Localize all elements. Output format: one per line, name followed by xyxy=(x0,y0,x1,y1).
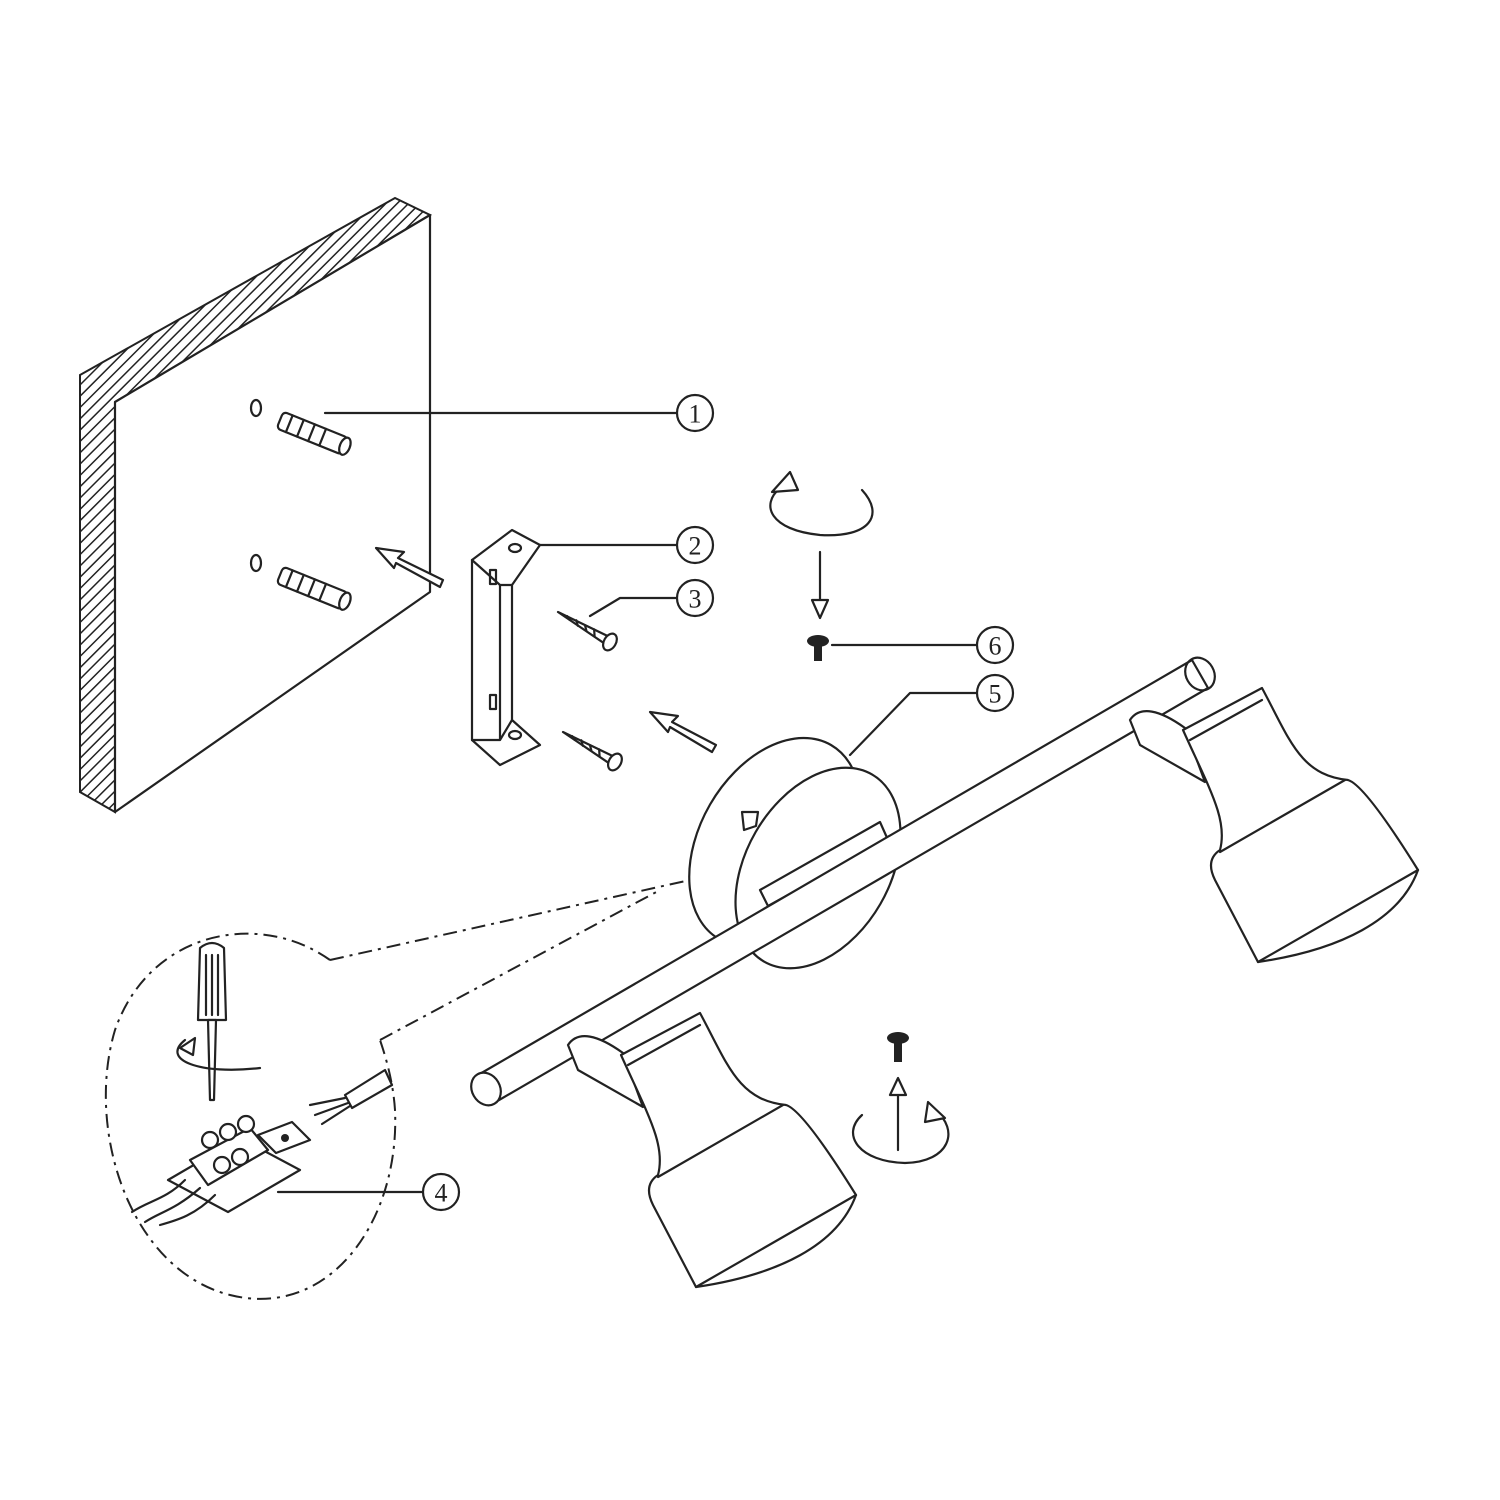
rotate-arrow-icon xyxy=(769,470,874,620)
callout-6: 6 xyxy=(975,625,1015,665)
mounting-bracket-icon xyxy=(470,528,542,767)
rotate-arrow-icon xyxy=(851,1032,950,1165)
callout-number: 4 xyxy=(435,1179,448,1208)
wires-icon xyxy=(308,1068,394,1126)
terminal-block-icon xyxy=(130,1114,312,1227)
callout-3: 3 xyxy=(675,578,715,618)
screwdriver-icon xyxy=(176,941,262,1102)
callout-5: 5 xyxy=(975,673,1015,713)
spotlight-left xyxy=(566,1011,858,1289)
callout-4: 4 xyxy=(421,1172,461,1212)
spotlight-right xyxy=(1128,686,1420,964)
wall-plug-icon xyxy=(249,398,352,611)
leader-line-5 xyxy=(848,691,978,757)
wall xyxy=(79,196,433,814)
fixing-screw-icon xyxy=(807,635,829,661)
callout-number: 3 xyxy=(689,585,702,614)
callout-number: 6 xyxy=(989,632,1002,661)
leader-line-3 xyxy=(588,596,678,618)
callout-number: 5 xyxy=(989,680,1002,709)
arrow-icon xyxy=(374,546,718,754)
callout-1: 1 xyxy=(675,393,715,433)
callout-2: 2 xyxy=(675,525,715,565)
screw-icon xyxy=(556,610,623,772)
light-rod xyxy=(470,656,1216,1107)
callout-number: 2 xyxy=(689,532,702,561)
detail-bubble xyxy=(104,879,691,1300)
callout-number: 1 xyxy=(689,400,702,429)
